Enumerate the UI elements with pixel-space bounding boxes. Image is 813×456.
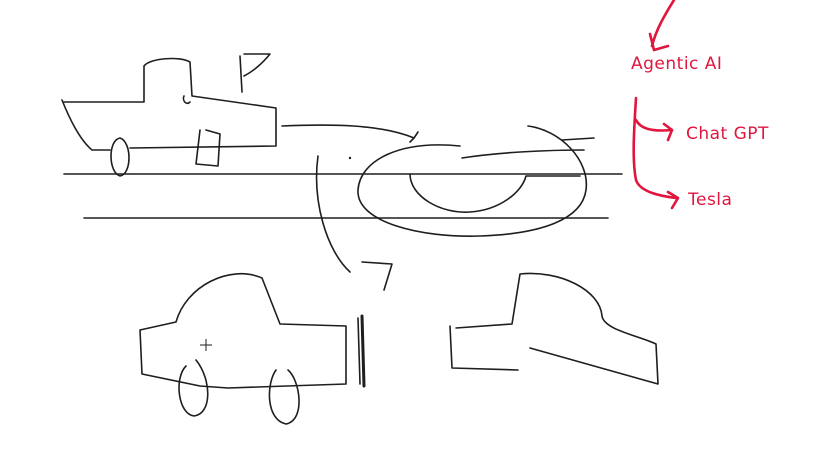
mindmap-arrows[interactable]: [634, 0, 678, 208]
truck-sketch-top[interactable]: [62, 54, 276, 176]
label-agentic-ai[interactable]: Agentic AI: [631, 54, 722, 74]
scribble-shape[interactable]: [358, 126, 594, 236]
label-chat-gpt[interactable]: Chat GPT: [686, 124, 769, 144]
dot-mark: [349, 157, 351, 159]
partial-car-sketch[interactable]: [450, 273, 658, 384]
drop-arrow-tip[interactable]: [362, 262, 392, 290]
label-tesla[interactable]: Tesla: [688, 190, 732, 210]
crosshair-icon: [200, 339, 212, 351]
car-sketch-bottom[interactable]: [140, 274, 364, 424]
connector-arrow[interactable]: [282, 125, 418, 142]
